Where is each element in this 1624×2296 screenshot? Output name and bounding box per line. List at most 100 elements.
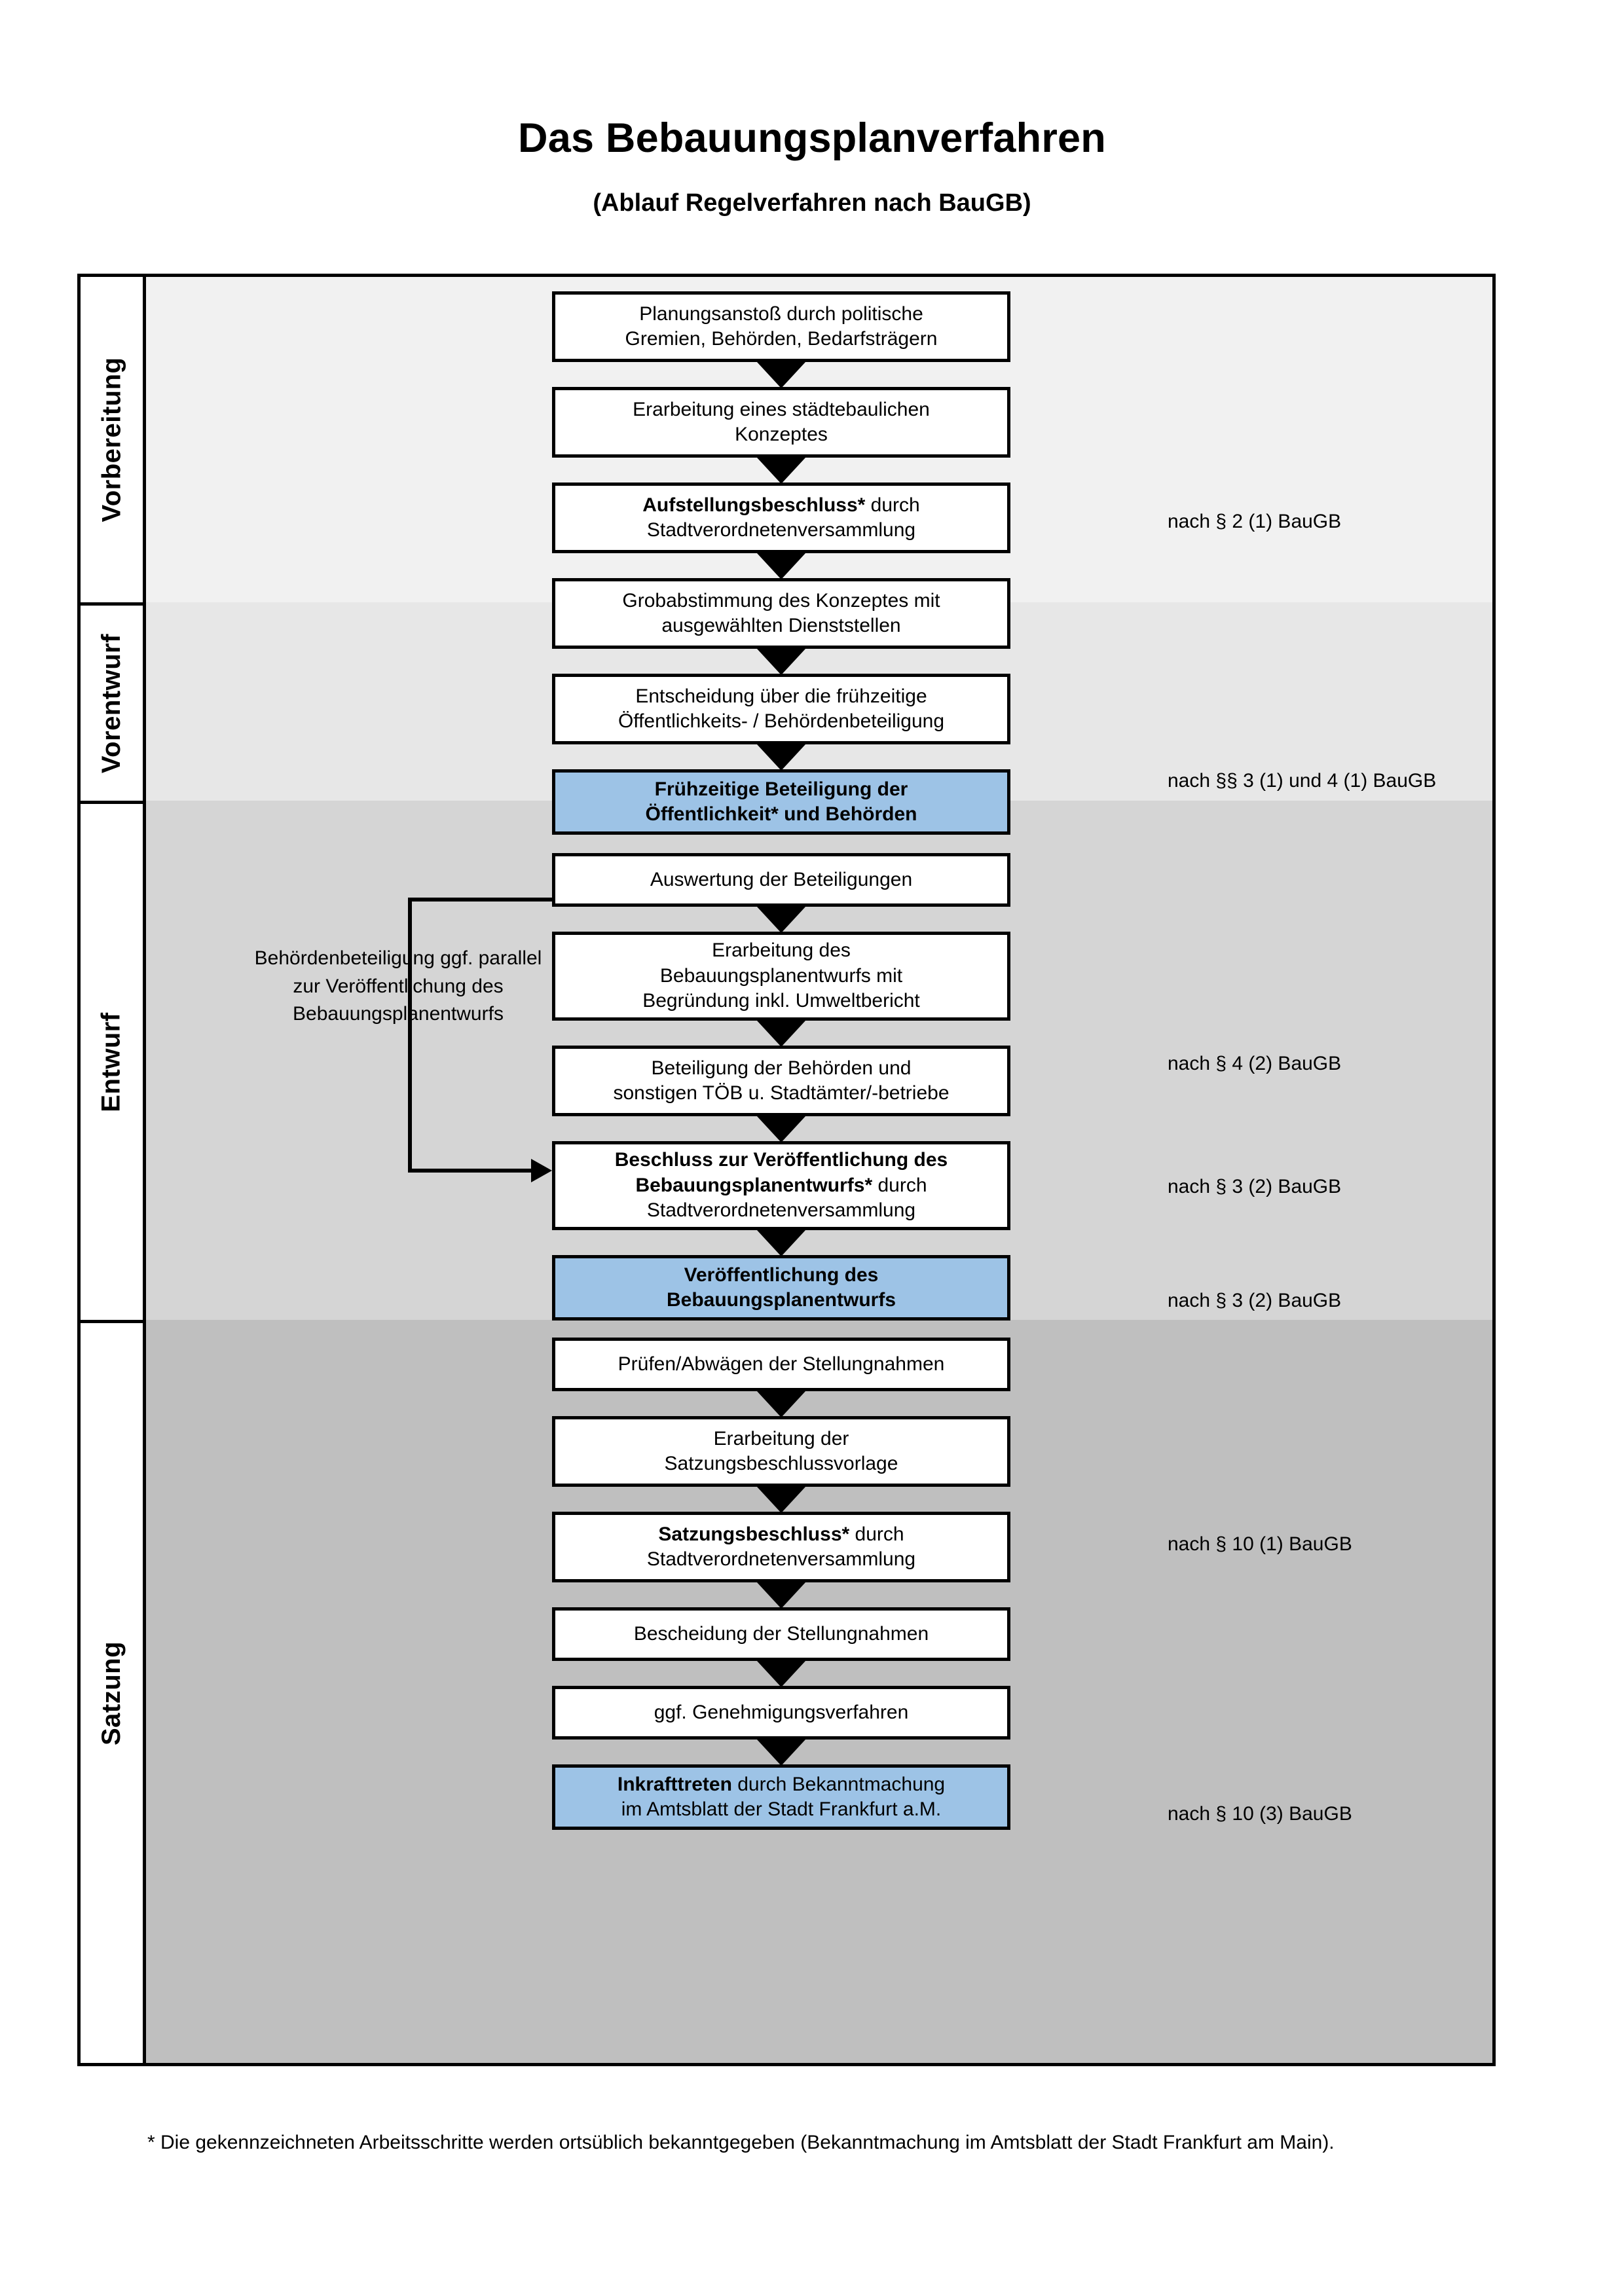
step-erarbeitung-satzungsbeschlussvorlage: Erarbeitung der Satzungsbeschlussvorlage [552, 1416, 1010, 1487]
step-line: Frühzeitige Beteiligung der [654, 778, 908, 800]
step-line: Begründung inkl. Umweltbericht [642, 990, 920, 1012]
step-line: Bebauungsplanentwurfs* durch [635, 1174, 927, 1196]
step-bold-term: Bebauungsplanentwurfs* [635, 1174, 873, 1196]
branch-vertical-segment [408, 898, 412, 1173]
phase-cell-vorentwurf: Vorentwurf [81, 606, 143, 801]
step-bold-term: Beschluss zur Veröffentlichung des [614, 1149, 948, 1171]
page-title: Das Bebauungsplanverfahren [518, 115, 1106, 161]
step-line: Beteiligung der Behörden und [651, 1057, 912, 1079]
step-aufstellungsbeschluss: Aufstellungsbeschluss* durch Stadtverord… [552, 483, 1010, 553]
page-header: Das Bebauungsplanverfahren (Ablauf Regel… [0, 115, 1624, 217]
sidenote-behoerdenbeteiligung: Behördenbeteiligung ggf. parallel zur Ve… [248, 945, 549, 1029]
phase-cell-vorbereitung: Vorbereitung [81, 277, 143, 602]
footnote-text: * Die gekennzeichneten Arbeitsschritte w… [147, 2132, 1335, 2153]
step-line: im Amtsblatt der Stadt Frankfurt a.M. [621, 1798, 942, 1820]
flow-arrow-icon [757, 1116, 805, 1142]
step-line: Prüfen/Abwägen der Stellungnahmen [618, 1353, 945, 1375]
branch-arrowhead-icon [531, 1159, 552, 1182]
phase-divider-3 [81, 1320, 146, 1323]
step-line: Satzungsbeschluss* durch [658, 1523, 904, 1545]
flow-arrow-icon [757, 1661, 805, 1687]
step-line: Gremien, Behörden, Bedarfsträgern [625, 328, 938, 350]
step-line: Inkrafttreten durch Bekanntmachung [617, 1773, 946, 1795]
step-line: Öffentlichkeits- / Behördenbeteiligung [618, 710, 945, 732]
flow-arrow-icon [757, 553, 805, 579]
step-line: sonstigen TÖB u. Stadtämter/-betriebe [613, 1082, 950, 1104]
step-line: Erarbeitung des [712, 939, 851, 962]
sidenote-line: Veröffentlichung des [325, 975, 504, 997]
step-line: Stadtverordnetenversammlung [646, 519, 916, 541]
step-line: ausgewählten Dienststellen [661, 615, 901, 636]
step-bold-term: Satzungsbeschluss* [658, 1523, 850, 1545]
step-line: Erarbeitung eines städtebaulichen [633, 398, 930, 420]
phase-label-satzung: Satzung [97, 1641, 126, 1745]
step-line: ggf. Genehmigungsverfahren [654, 1701, 909, 1723]
flow-arrow-icon [757, 1740, 805, 1766]
step-line: Erarbeitung der [713, 1427, 849, 1449]
legal-ref-par3-2b: nach § 3 (2) BauGB [1168, 1290, 1342, 1311]
legal-ref-par10-3: nach § 10 (3) BauGB [1168, 1803, 1352, 1825]
step-bescheidung-stellungnahmen: Bescheidung der Stellungnahmen [552, 1607, 1010, 1661]
phase-label-vorentwurf: Vorentwurf [97, 633, 126, 773]
step-line: Entscheidung über die frühzeitige [635, 685, 927, 707]
step-fruehzeitige-beteiligung: Frühzeitige Beteiligung der Öffentlichke… [552, 769, 1010, 835]
legal-ref-par10-1: nach § 10 (1) BauGB [1168, 1533, 1352, 1555]
step-grobabstimmung: Grobabstimmung des Konzeptes mit ausgewä… [552, 578, 1010, 649]
page-subtitle: (Ablauf Regelverfahren nach BauGB) [593, 189, 1031, 217]
step-pruefen-abwaegen: Prüfen/Abwägen der Stellungnahmen [552, 1338, 1010, 1391]
step-line: Beschluss zur Veröffentlichung des [615, 1148, 948, 1173]
flow-arrow-icon [757, 907, 805, 933]
sidenote-line: ggf. parallel zur [293, 947, 542, 997]
flow-arrow-icon [757, 1582, 805, 1609]
step-line: Satzungsbeschlussvorlage [664, 1453, 898, 1474]
step-inkrafttreten: Inkrafttreten durch Bekanntmachung im Am… [552, 1764, 1010, 1830]
phase-label-entwurf: Entwurf [97, 1011, 126, 1112]
step-beschluss-veroeffentlichung: Beschluss zur Veröffentlichung des Bebau… [552, 1141, 1010, 1230]
step-line: Grobabstimmung des Konzeptes mit [622, 589, 940, 611]
legal-ref-par2-1: nach § 2 (1) BauGB [1168, 511, 1342, 532]
flow-arrow-icon [757, 362, 805, 388]
branch-bottom-segment [408, 1169, 532, 1173]
flow-arrow-icon [757, 1487, 805, 1513]
sidenote-line: Bebauungsplanentwurfs [293, 1003, 504, 1025]
step-line: Auswertung der Beteiligungen [650, 868, 913, 890]
step-bold-term: Inkrafttreten [617, 1773, 732, 1795]
legal-ref-par3-2a: nach § 3 (2) BauGB [1168, 1176, 1342, 1197]
flowchart-frame: Vorbereitung Vorentwurf Entwurf Satzung … [77, 274, 1496, 2066]
step-planungsanstoss: Planungsanstoß durch politische Gremien,… [552, 291, 1010, 362]
flow-arrow-icon [757, 1021, 805, 1047]
sidenote-line: Behördenbeteiligung [254, 947, 435, 969]
branch-top-segment [408, 898, 553, 902]
step-line: Öffentlichkeit* und Behörden [645, 803, 917, 825]
phase-label-vorbereitung: Vorbereitung [97, 357, 126, 522]
step-satzungsbeschluss: Satzungsbeschluss* durch Stadtverordnete… [552, 1512, 1010, 1582]
phase-cell-entwurf: Entwurf [81, 804, 143, 1320]
legal-ref-par4-2: nach § 4 (2) BauGB [1168, 1053, 1342, 1074]
step-auswertung-beteiligungen: Auswertung der Beteiligungen [552, 853, 1010, 907]
step-bold-term: Aufstellungsbeschluss* [642, 494, 866, 516]
step-line: Aufstellungsbeschluss* durch [642, 494, 920, 516]
step-entscheidung-fruehzeitige-beteiligung: Entscheidung über die frühzeitige Öffent… [552, 674, 1010, 744]
step-line: Planungsanstoß durch politische [639, 302, 923, 325]
flow-arrow-icon [757, 458, 805, 484]
step-line: Bebauungsplanentwurfs [666, 1289, 896, 1311]
step-line: Veröffentlichung des [684, 1264, 879, 1286]
step-erarbeitung-bebauungsplanentwurf: Erarbeitung des Bebauungsplanentwurfs mi… [552, 932, 1010, 1021]
step-staedtebauliches-konzept: Erarbeitung eines städtebaulichen Konzep… [552, 387, 1010, 458]
step-veroeffentlichung-entwurf: Veröffentlichung des Bebauungsplanentwur… [552, 1255, 1010, 1321]
flow-arrow-icon [757, 1391, 805, 1417]
phase-cell-satzung: Satzung [81, 1323, 143, 2063]
flow-arrow-icon [757, 1230, 805, 1256]
flow-arrow-icon [757, 744, 805, 771]
phase-divider-1 [81, 602, 146, 606]
phase-divider-2 [81, 801, 146, 804]
step-line: Konzeptes [735, 424, 828, 445]
step-line: Bebauungsplanentwurfs mit [659, 964, 903, 987]
step-line: Stadtverordnetenversammlung [646, 1548, 916, 1570]
step-genehmigungsverfahren: ggf. Genehmigungsverfahren [552, 1686, 1010, 1740]
step-line: Bescheidung der Stellungnahmen [633, 1622, 929, 1645]
flow-arrow-icon [757, 649, 805, 675]
phase-label-column: Vorbereitung Vorentwurf Entwurf Satzung [81, 277, 146, 2063]
legal-ref-par3-4-1: nach §§ 3 (1) und 4 (1) BauGB [1168, 770, 1437, 792]
step-line: Stadtverordnetenversammlung [646, 1199, 916, 1222]
